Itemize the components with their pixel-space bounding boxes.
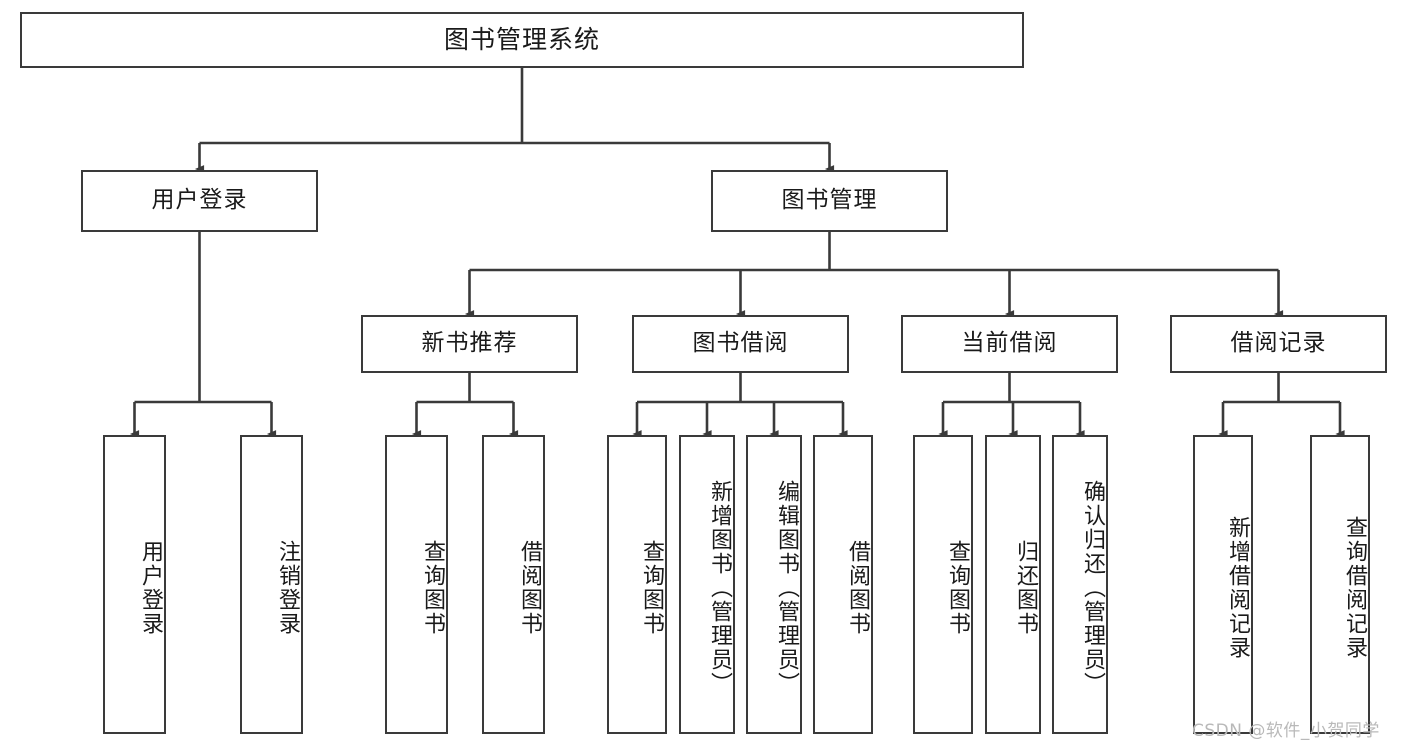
node-leaf-edit-book-label: 编辑图书（管理员） xyxy=(774,479,799,696)
node-leaf-query-book-3-label: 查询图书 xyxy=(945,539,970,636)
node-user-login[interactable]: 用户登录 xyxy=(81,170,318,232)
node-leaf-user-login[interactable]: 用户登录 xyxy=(103,435,166,734)
node-leaf-add-book[interactable]: 新增图书（管理员） xyxy=(679,435,735,734)
node-leaf-user-logout[interactable]: 注销登录 xyxy=(240,435,303,734)
node-leaf-add-record-label: 新增借阅记录 xyxy=(1225,515,1250,660)
node-borrow-record[interactable]: 借阅记录 xyxy=(1170,315,1387,373)
node-leaf-query-book-1-label: 查询图书 xyxy=(420,539,445,636)
node-leaf-query-record-label: 查询借阅记录 xyxy=(1342,515,1367,660)
node-leaf-user-login-label: 用户登录 xyxy=(138,539,163,636)
node-leaf-query-book-3[interactable]: 查询图书 xyxy=(913,435,973,734)
node-current-borrow-label: 当前借阅 xyxy=(961,330,1058,357)
node-leaf-query-book-1[interactable]: 查询图书 xyxy=(385,435,448,734)
node-leaf-add-record[interactable]: 新增借阅记录 xyxy=(1193,435,1253,734)
node-leaf-borrow-book-1[interactable]: 借阅图书 xyxy=(482,435,545,734)
node-new-book-recommend-label: 新书推荐 xyxy=(421,330,518,357)
node-leaf-borrow-book-1-label: 借阅图书 xyxy=(517,539,542,636)
node-new-book-recommend[interactable]: 新书推荐 xyxy=(361,315,578,373)
node-book-borrow-label: 图书借阅 xyxy=(692,330,789,357)
node-leaf-edit-book[interactable]: 编辑图书（管理员） xyxy=(746,435,802,734)
node-leaf-confirm-return[interactable]: 确认归还（管理员） xyxy=(1052,435,1108,734)
node-leaf-confirm-return-label: 确认归还（管理员） xyxy=(1080,479,1105,696)
node-leaf-return-book[interactable]: 归还图书 xyxy=(985,435,1041,734)
node-borrow-record-label: 借阅记录 xyxy=(1230,330,1327,357)
node-leaf-query-book-2-label: 查询图书 xyxy=(639,539,664,636)
node-leaf-return-book-label: 归还图书 xyxy=(1013,539,1038,636)
node-leaf-add-book-label: 新增图书（管理员） xyxy=(707,479,732,696)
node-leaf-user-logout-label: 注销登录 xyxy=(275,539,300,636)
node-root[interactable]: 图书管理系统 xyxy=(20,12,1024,68)
watermark-text: CSDN @软件_小贺同学 xyxy=(1192,721,1380,741)
node-leaf-query-book-2[interactable]: 查询图书 xyxy=(607,435,667,734)
node-leaf-query-record[interactable]: 查询借阅记录 xyxy=(1310,435,1370,734)
node-current-borrow[interactable]: 当前借阅 xyxy=(901,315,1118,373)
node-book-manage-label: 图书管理 xyxy=(781,187,878,214)
node-book-borrow[interactable]: 图书借阅 xyxy=(632,315,849,373)
node-leaf-borrow-book-2[interactable]: 借阅图书 xyxy=(813,435,873,734)
node-root-label: 图书管理系统 xyxy=(443,25,600,55)
node-user-login-label: 用户登录 xyxy=(151,187,248,214)
node-leaf-borrow-book-2-label: 借阅图书 xyxy=(845,539,870,636)
node-book-manage[interactable]: 图书管理 xyxy=(711,170,948,232)
